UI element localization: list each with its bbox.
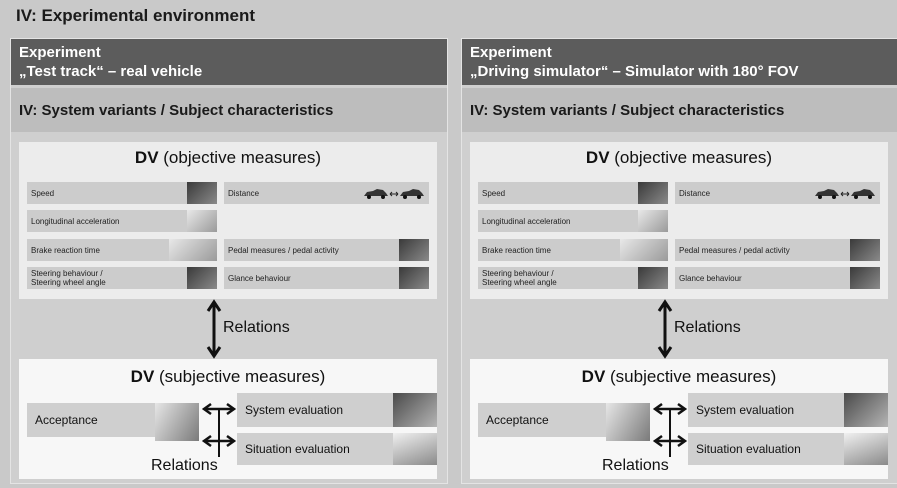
relations-label: Relations xyxy=(223,319,290,336)
pedals-icon xyxy=(850,239,880,261)
subjective-measures-box: DV (subjective measures) Acceptance Syst… xyxy=(470,359,888,479)
steering-wheel-icon xyxy=(187,267,217,289)
objective-measures-box: DV (objective measures) Speed Distance L… xyxy=(470,142,888,299)
subjective-measures-box: DV (subjective measures) Acceptance Syst… xyxy=(19,359,437,479)
measure-longitudinal-acceleration: Longitudinal acceleration xyxy=(27,210,217,232)
situation-evaluation-item: Situation evaluation xyxy=(688,433,888,465)
eye-icon xyxy=(399,267,429,289)
eye-icon xyxy=(850,267,880,289)
road-scene-photo xyxy=(844,433,888,465)
stopwatch-icon xyxy=(169,239,217,261)
system-evaluation-item: System evaluation xyxy=(237,393,437,427)
measure-speed: Speed xyxy=(478,182,668,204)
experiment-header: Experiment „Test track“ – real vehicle xyxy=(11,39,447,85)
experiment-panel-2: Experiment „Driving simulator“ – Simulat… xyxy=(461,38,897,484)
relations-horizontal-arrows xyxy=(652,402,688,457)
acceptance-photo xyxy=(606,403,650,441)
experiment-label: Experiment xyxy=(19,44,101,61)
car-interior-photo xyxy=(393,393,437,427)
subjective-measures-title: DV (subjective measures) xyxy=(130,367,326,386)
accelerometer-icon xyxy=(187,210,217,232)
experiment-panel-1: Experiment „Test track“ – real vehicle I… xyxy=(10,38,448,484)
page-title: IV: Experimental environment xyxy=(16,6,256,25)
relations-vertical-arrow xyxy=(657,299,673,359)
cars-distance-icon xyxy=(815,189,875,199)
acceptance-photo xyxy=(155,403,199,441)
iv-bar: IV: System variants / Subject characteri… xyxy=(462,88,897,132)
stopwatch-icon xyxy=(620,239,668,261)
experiment-name: „Driving simulator“ – Simulator with 180… xyxy=(470,63,799,80)
measure-steering: Steering behaviour /Steering wheel angle xyxy=(27,267,217,289)
experiment-label: Experiment xyxy=(470,44,552,61)
subjective-measures-title: DV (subjective measures) xyxy=(581,367,777,386)
speedometer-icon xyxy=(638,182,668,204)
experiment-name: „Test track“ – real vehicle xyxy=(19,63,203,80)
relations-bottom-label: Relations xyxy=(151,457,218,474)
system-evaluation-item: System evaluation xyxy=(688,393,888,427)
objective-measures-title: DV (objective measures) xyxy=(585,148,773,167)
measure-distance: Distance xyxy=(675,182,880,204)
relations-bottom-label: Relations xyxy=(602,457,669,474)
measure-speed: Speed xyxy=(27,182,217,204)
relations-label: Relations xyxy=(674,319,741,336)
measure-longitudinal-acceleration: Longitudinal acceleration xyxy=(478,210,668,232)
measure-brake-reaction: Brake reaction time xyxy=(478,239,668,261)
objective-measures-title: DV (objective measures) xyxy=(134,148,322,167)
measure-brake-reaction: Brake reaction time xyxy=(27,239,217,261)
road-scene-photo xyxy=(393,433,437,465)
measure-pedal: Pedal measures / pedal activity xyxy=(224,239,429,261)
objective-measures-box: DV (objective measures) Speed Distance L… xyxy=(19,142,437,299)
measure-pedal: Pedal measures / pedal activity xyxy=(675,239,880,261)
speedometer-icon xyxy=(187,182,217,204)
car-interior-photo xyxy=(844,393,888,427)
relations-vertical-arrow xyxy=(206,299,222,359)
situation-evaluation-item: Situation evaluation xyxy=(237,433,437,465)
measure-glance: Glance behaviour xyxy=(224,267,429,289)
cars-distance-icon xyxy=(364,189,424,199)
steering-wheel-icon xyxy=(638,267,668,289)
measure-glance: Glance behaviour xyxy=(675,267,880,289)
experiment-header: Experiment „Driving simulator“ – Simulat… xyxy=(462,39,897,85)
measure-steering: Steering behaviour /Steering wheel angle xyxy=(478,267,668,289)
relations-horizontal-arrows xyxy=(201,402,237,457)
iv-bar: IV: System variants / Subject characteri… xyxy=(11,88,447,132)
pedals-icon xyxy=(399,239,429,261)
accelerometer-icon xyxy=(638,210,668,232)
measure-distance: Distance xyxy=(224,182,429,204)
